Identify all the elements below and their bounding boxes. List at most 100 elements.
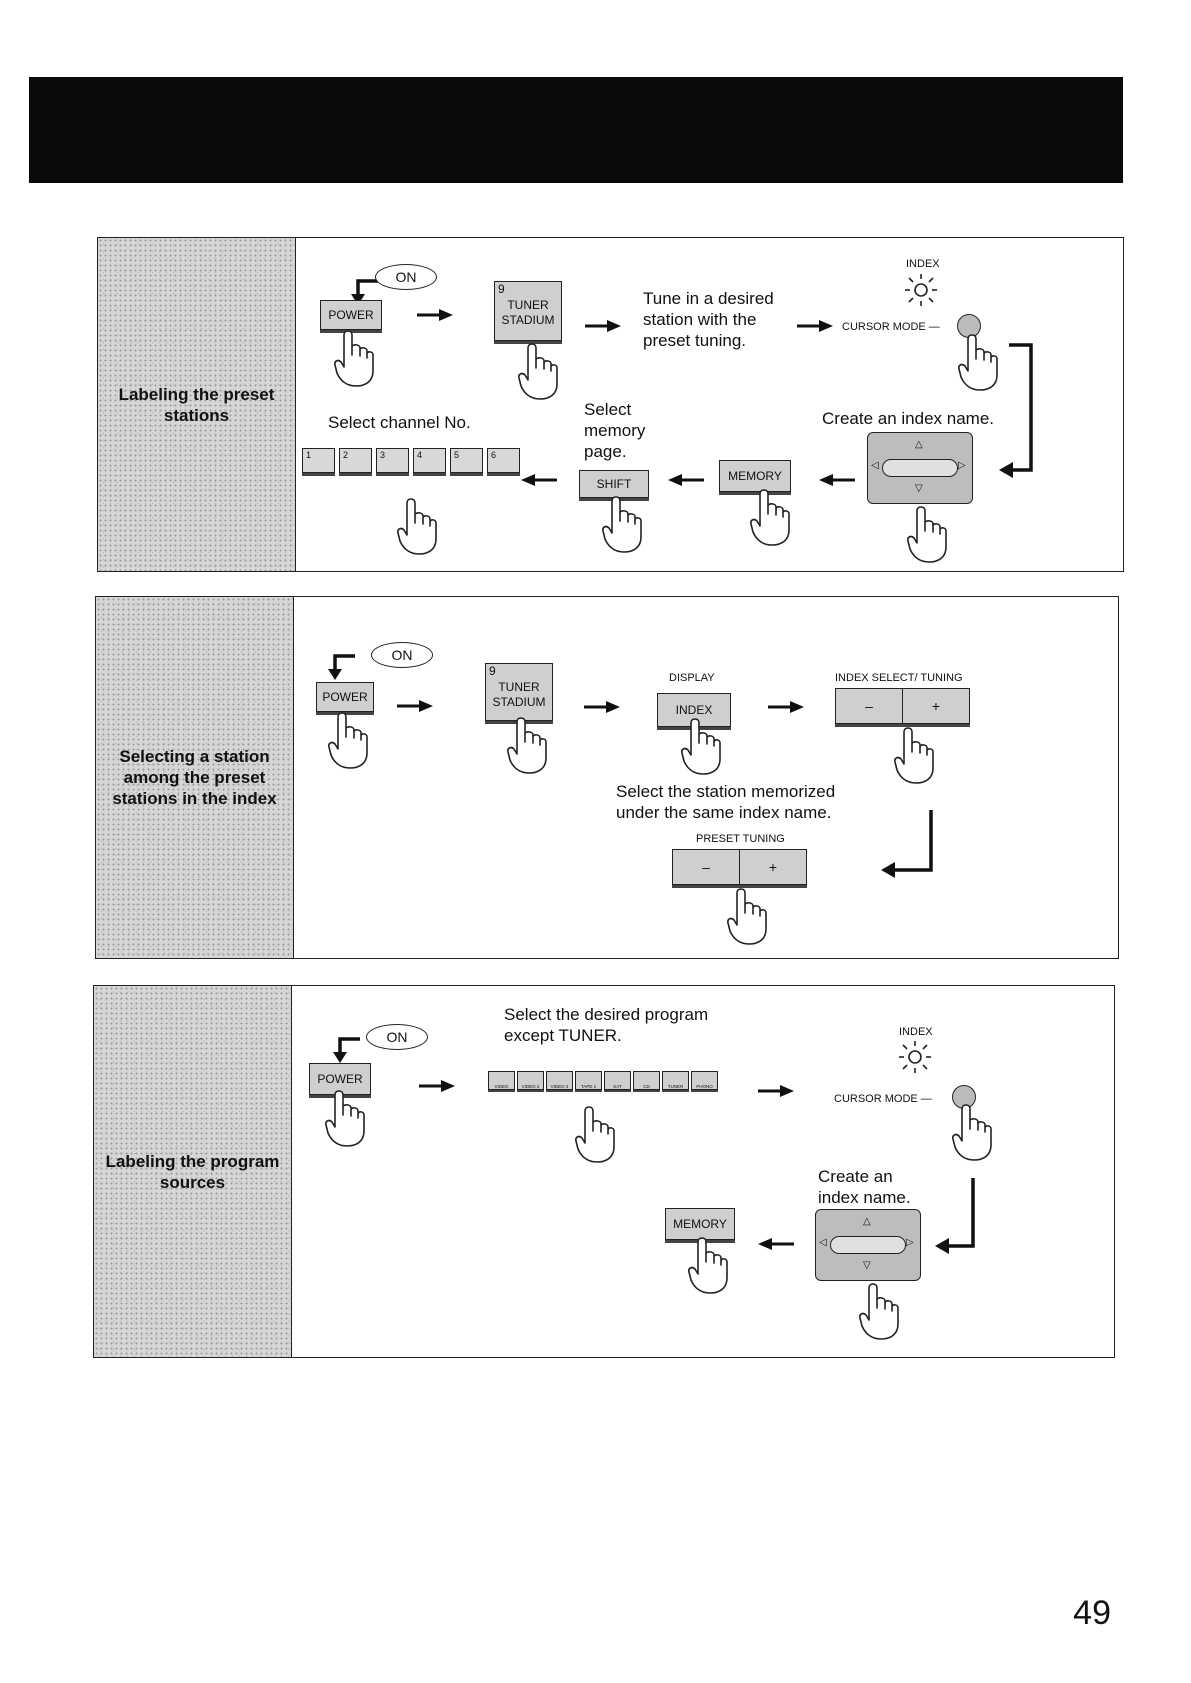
up-arrow-icon: △ <box>915 439 923 450</box>
section-title: Selecting a station among the preset sta… <box>112 747 277 808</box>
left-arrow-icon: ◁ <box>819 1237 827 1248</box>
finger-press-icon <box>334 329 374 387</box>
finger-press-icon <box>894 726 934 784</box>
right-arrow-icon <box>768 701 804 713</box>
left-arrow-icon: ◁ <box>871 460 879 471</box>
shift-button[interactable]: SHIFT <box>579 470 649 498</box>
display-label: DISPLAY <box>669 672 715 684</box>
left-arrow-icon <box>758 1238 794 1250</box>
on-arrow-icon <box>351 279 378 305</box>
return-arrow-icon <box>881 810 933 878</box>
finger-press-icon <box>727 887 767 945</box>
select-memory-text: Select memory page. <box>584 400 646 461</box>
finger-press-icon <box>328 711 368 769</box>
section-label-panel: Labeling the preset stations <box>98 238 296 571</box>
finger-press-icon <box>681 717 721 775</box>
right-arrow-icon <box>419 1080 455 1092</box>
select-channel-text: Select channel No. <box>328 413 471 432</box>
right-arrow-icon <box>584 701 620 713</box>
return-arrow-icon <box>999 343 1033 478</box>
create-index-text: Create an index name. <box>818 1167 911 1207</box>
index-indicator-label: INDEX <box>899 1026 933 1038</box>
finger-press-icon <box>397 497 437 555</box>
finger-press-icon <box>507 716 547 774</box>
right-arrow-icon: ▷ <box>958 460 966 471</box>
page-number: 49 <box>1073 1594 1111 1632</box>
finger-press-icon <box>952 1103 992 1161</box>
finger-press-icon <box>958 333 998 391</box>
instruction-text: Tune in a desired station with the prese… <box>643 289 774 350</box>
source-button-cd[interactable]: CD <box>633 1071 660 1090</box>
channel-button-3[interactable]: 3 <box>376 448 409 473</box>
right-arrow-icon <box>758 1085 794 1097</box>
index-select-tuning-rocker[interactable]: – + <box>835 688 970 724</box>
cursor-pad[interactable]: △ ▽ ◁ ▷ <box>867 432 973 504</box>
channel-button-5[interactable]: 5 <box>450 448 483 473</box>
on-indicator: ON <box>371 642 433 668</box>
cursor-pad[interactable]: △ ▽ ◁ ▷ <box>815 1209 921 1281</box>
finger-press-icon <box>859 1282 899 1340</box>
right-arrow-icon <box>797 320 833 332</box>
channel-button-1[interactable]: 1 <box>302 448 335 473</box>
section-selecting-station: Selecting a station among the preset sta… <box>95 596 1119 959</box>
source-button-sat[interactable]: SAT <box>604 1071 631 1090</box>
channel-buttons: 1 2 3 4 5 6 <box>302 448 520 473</box>
create-index-text: Create an index name. <box>822 409 994 428</box>
preset-tuning-rocker[interactable]: – + <box>672 849 807 885</box>
source-button-tape-1[interactable]: TAPE 1 <box>575 1071 602 1090</box>
source-button-phono[interactable]: PHONO <box>691 1071 718 1090</box>
channel-button-4[interactable]: 4 <box>413 448 446 473</box>
finger-press-icon <box>602 495 642 553</box>
right-arrow-icon: ▷ <box>906 1237 914 1248</box>
finger-press-icon <box>575 1105 615 1163</box>
section-labeling-program-sources: Labeling the program sources <box>93 985 1115 1358</box>
on-arrow-icon <box>333 1037 360 1063</box>
section-title: Labeling the program sources <box>105 1151 280 1192</box>
section-labeling-preset-stations: Labeling the preset stations <box>97 237 1124 572</box>
source-buttons: VIDEO VIDEO 2 VIDEO 3 TAPE 1 SAT CD TUNE… <box>488 1071 718 1090</box>
tuner-stadium-button[interactable]: 9 TUNER STADIUM <box>485 663 553 721</box>
right-arrow-icon <box>585 320 621 332</box>
minus-key[interactable]: – <box>702 859 710 875</box>
plus-key[interactable]: + <box>739 850 806 884</box>
index-led-icon <box>899 268 943 312</box>
memory-button[interactable]: MEMORY <box>665 1208 735 1240</box>
source-button-video-2[interactable]: VIDEO 2 <box>517 1071 544 1090</box>
cursor-mode-label: CURSOR MODE — <box>834 1093 932 1105</box>
channel-button-6[interactable]: 6 <box>487 448 520 473</box>
index-led-icon <box>893 1035 937 1079</box>
source-button-video[interactable]: VIDEO <box>488 1071 515 1090</box>
right-arrow-icon <box>397 700 433 712</box>
power-button[interactable]: POWER <box>309 1063 371 1095</box>
finger-press-icon <box>518 342 558 400</box>
down-arrow-icon: ▽ <box>915 483 923 494</box>
index-display-button[interactable]: INDEX <box>657 693 731 727</box>
left-arrow-icon <box>819 474 855 486</box>
plus-key[interactable]: + <box>902 689 969 723</box>
on-indicator: ON <box>375 264 437 290</box>
on-arrow-icon <box>328 654 355 680</box>
cursor-mode-label: CURSOR MODE — <box>842 321 940 333</box>
select-station-text: Select the station memorized under the s… <box>616 782 836 822</box>
down-arrow-icon: ▽ <box>863 1260 871 1271</box>
power-button[interactable]: POWER <box>316 682 374 712</box>
left-arrow-icon <box>521 474 557 486</box>
tuner-stadium-button[interactable]: 9 TUNER STADIUM <box>494 281 562 341</box>
finger-press-icon <box>750 488 790 546</box>
section-label-panel: Selecting a station among the preset sta… <box>96 597 294 958</box>
return-arrow-icon <box>935 1178 975 1254</box>
source-button-video-3[interactable]: VIDEO 3 <box>546 1071 573 1090</box>
source-button-tuner[interactable]: TUNER <box>662 1071 689 1090</box>
index-indicator-label: INDEX <box>906 258 940 270</box>
on-indicator: ON <box>366 1024 428 1050</box>
left-arrow-icon <box>668 474 704 486</box>
finger-press-icon <box>325 1089 365 1147</box>
power-button[interactable]: POWER <box>320 300 382 330</box>
finger-press-icon <box>907 505 947 563</box>
up-arrow-icon: △ <box>863 1216 871 1227</box>
select-program-text: Select the desired program except TUNER. <box>504 1005 709 1045</box>
memory-button[interactable]: MEMORY <box>719 460 791 492</box>
channel-button-2[interactable]: 2 <box>339 448 372 473</box>
preset-tuning-label: PRESET TUNING <box>696 833 785 845</box>
minus-key[interactable]: – <box>865 698 873 714</box>
